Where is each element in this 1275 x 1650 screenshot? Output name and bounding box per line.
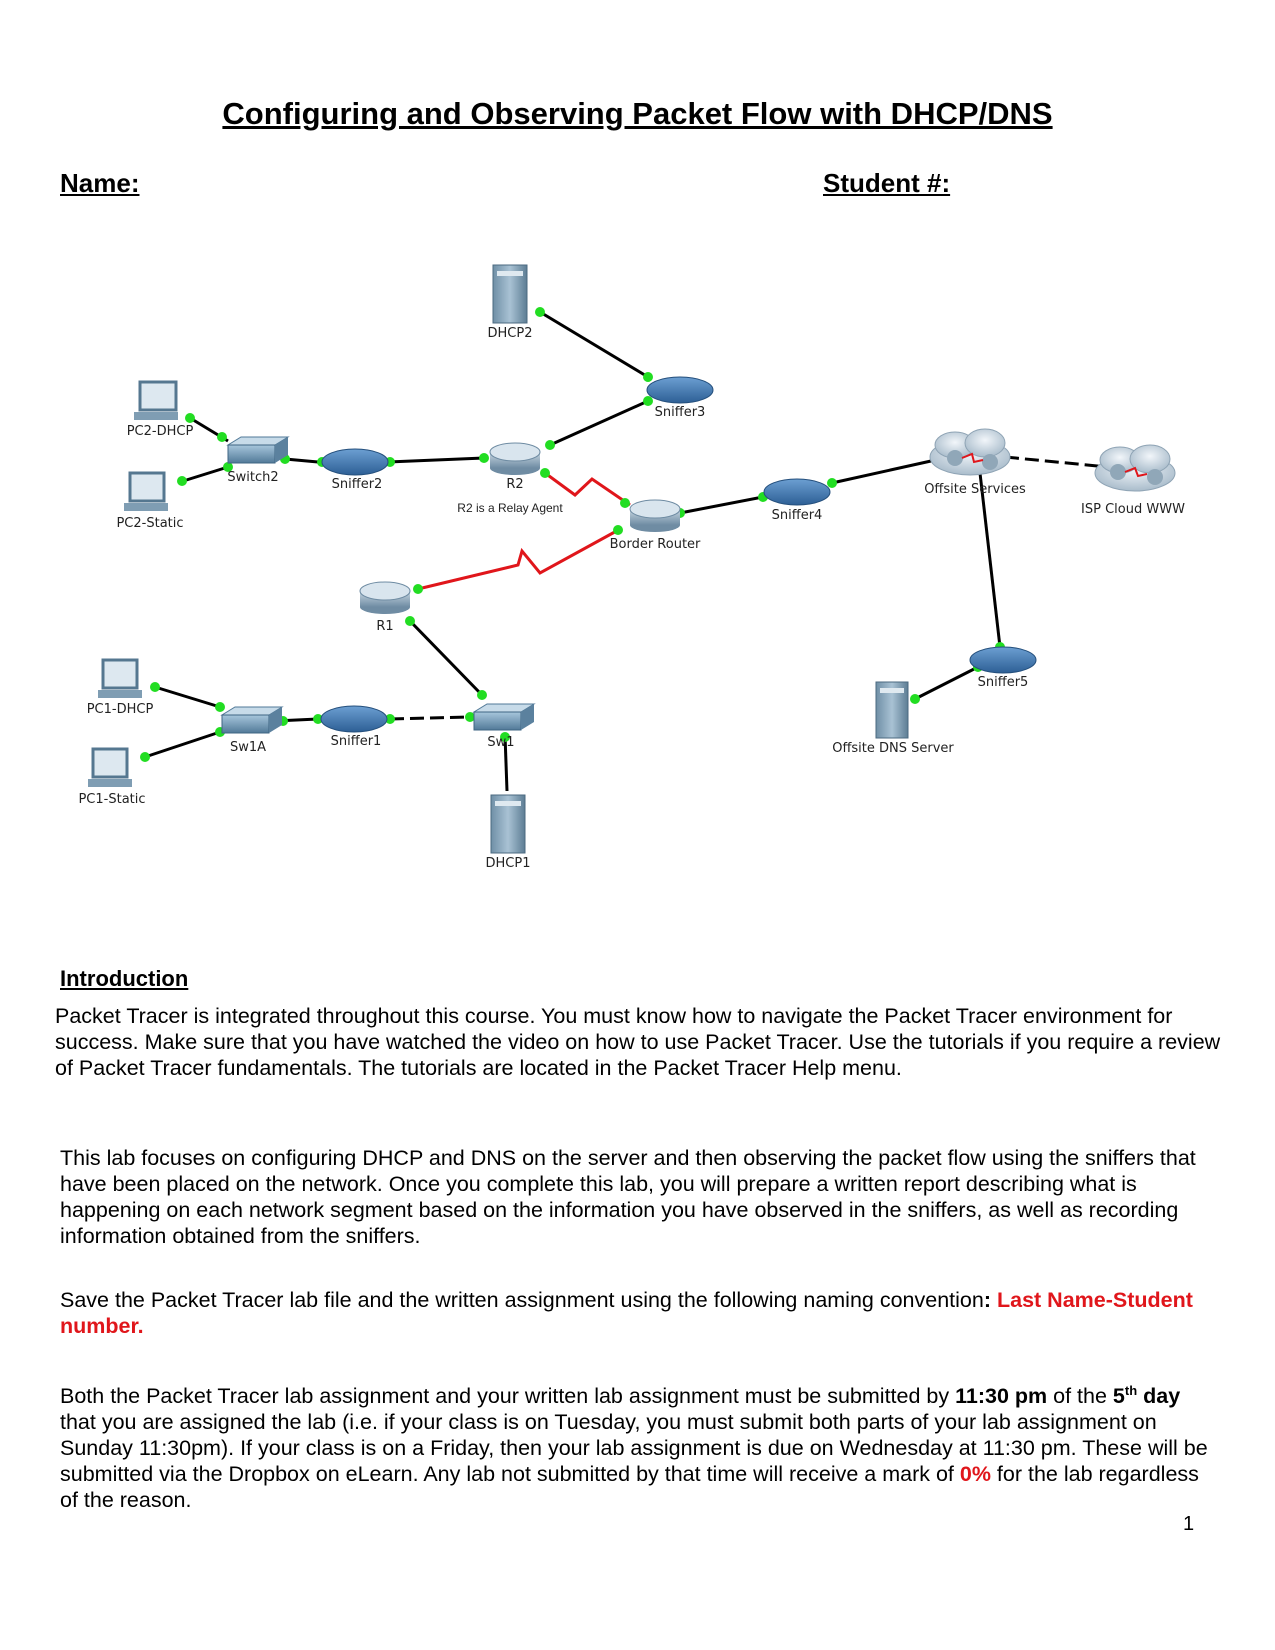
submission-text-d: for the lab regardless of the reason. — [60, 1462, 1199, 1513]
dhcp1-label: DHCP1 — [486, 856, 531, 871]
serial-link-r1-border — [417, 526, 623, 591]
pc2-dhcp-label: PC2-DHCP — [127, 424, 194, 439]
link-switch2-sniffer2 — [284, 457, 319, 464]
sniffer3-icon[interactable] — [646, 376, 714, 404]
sniffer1-icon[interactable] — [320, 705, 388, 733]
submission-text-a: Both the Packet Tracer lab assignment an… — [60, 1384, 956, 1409]
link-pc2static-switch2 — [179, 465, 229, 484]
network-topology-diagram: DHCP2 Sniffer3 PC2-DHCP Switch2 Sniffer2… — [78, 264, 1185, 871]
pc2-static-label: PC2-Static — [116, 516, 183, 531]
link-sw1-dhcp1 — [503, 734, 509, 792]
pc1-static-label: PC1-Static — [78, 792, 145, 807]
border-router-icon[interactable] — [629, 499, 681, 532]
naming-convention-format: Last Name-Student number. — [60, 1288, 1193, 1338]
r1-label: R1 — [376, 619, 393, 634]
r2-relay-note: R2 is a Relay Agent — [457, 501, 563, 515]
link-sniffer1-sw1 — [389, 715, 471, 721]
r1-router-icon[interactable] — [359, 581, 411, 614]
sniffer5-icon[interactable] — [969, 646, 1037, 674]
submission-text-c: that you are assigned the lab (i.e. if y… — [60, 1410, 1208, 1487]
sw1-label: Sw1 — [487, 735, 514, 750]
sniffer4-label: Sniffer4 — [772, 508, 823, 523]
submission-paragraph: Both the Packet Tracer lab assignment an… — [60, 1378, 1220, 1513]
sniffer4-icon[interactable] — [763, 478, 831, 506]
sniffer2-icon[interactable] — [321, 448, 389, 476]
sw1-switch-icon[interactable] — [472, 703, 536, 731]
pc1-dhcp-computer-icon[interactable] — [98, 658, 142, 698]
introduction-heading: Introduction — [60, 966, 189, 991]
student-number-label: Student #: — [823, 168, 951, 198]
link-r1-sw1 — [408, 619, 484, 697]
isp-cloud-label: ISP Cloud WWW — [1081, 502, 1185, 517]
offsite-services-cloud-icon[interactable] — [929, 428, 1011, 476]
link-sniffer3-r2 — [549, 399, 649, 447]
link-sniffer2-r2 — [387, 456, 485, 464]
offsite-dns-label: Offsite DNS Server — [832, 741, 954, 756]
sniffer5-label: Sniffer5 — [978, 675, 1029, 690]
page-number: 1 — [1183, 1513, 1195, 1535]
serial-link-r2-border — [544, 471, 631, 507]
dhcp2-label: DHCP2 — [488, 326, 533, 341]
link-pc1dhcp-sw1a — [154, 685, 221, 709]
name-label: Name: — [60, 168, 140, 198]
switch2-icon[interactable] — [226, 436, 290, 464]
isp-cloud-icon[interactable] — [1094, 444, 1176, 492]
switch2-label: Switch2 — [227, 470, 278, 485]
offsite-services-label: Offsite Services — [924, 482, 1026, 497]
sw1a-switch-icon[interactable] — [220, 706, 284, 734]
dhcp1-server-icon[interactable] — [490, 794, 526, 854]
r2-label: R2 — [506, 477, 523, 492]
offsite-dns-server-icon[interactable] — [875, 681, 909, 739]
pc1-static-computer-icon[interactable] — [88, 747, 132, 787]
link-border-sniffer4 — [679, 495, 764, 515]
pc1-dhcp-label: PC1-DHCP — [87, 702, 154, 717]
dhcp2-server-icon[interactable] — [492, 264, 528, 324]
submission-time: 11:30 pm — [955, 1384, 1048, 1409]
zero-percent-mark: 0% — [959, 1462, 991, 1487]
naming-convention-paragraph: Save the Packet Tracer lab file and the … — [60, 1287, 1220, 1339]
naming-convention-text: Save the Packet Tracer lab file and the … — [60, 1288, 984, 1312]
submission-text-b: of the — [1047, 1384, 1113, 1409]
link-sniffer5-dns — [914, 665, 979, 701]
submission-day-suffix: th — [1124, 1383, 1138, 1398]
submission-day-number: 5 — [1112, 1384, 1125, 1409]
pc2-static-computer-icon[interactable] — [124, 471, 168, 511]
naming-convention-colon: : — [983, 1288, 992, 1312]
intro-paragraph-2: This lab focuses on configuring DHCP and… — [60, 1146, 1196, 1248]
submission-day: day — [1137, 1384, 1181, 1409]
pc2-dhcp-computer-icon[interactable] — [134, 380, 178, 420]
link-dhcp2-sniffer3 — [539, 310, 649, 379]
r2-router-icon[interactable] — [489, 442, 541, 475]
sw1a-label: Sw1A — [230, 740, 266, 755]
serial-links — [417, 471, 631, 591]
port-indicators — [140, 307, 1005, 762]
link-pc1static-sw1a — [144, 730, 221, 759]
link-offsite-sniffer5 — [978, 472, 1002, 648]
sniffer1-label: Sniffer1 — [331, 734, 382, 749]
intro-paragraph-1: Packet Tracer is integrated throughout t… — [55, 1004, 1221, 1080]
link-sniffer4-offsite — [831, 457, 941, 485]
border-router-label: Border Router — [610, 537, 701, 552]
sniffer3-label: Sniffer3 — [655, 405, 706, 420]
document-title: Configuring and Observing Packet Flow wi… — [222, 96, 1053, 131]
link-offsite-isp — [1004, 455, 1109, 469]
sniffer2-label: Sniffer2 — [332, 477, 383, 492]
